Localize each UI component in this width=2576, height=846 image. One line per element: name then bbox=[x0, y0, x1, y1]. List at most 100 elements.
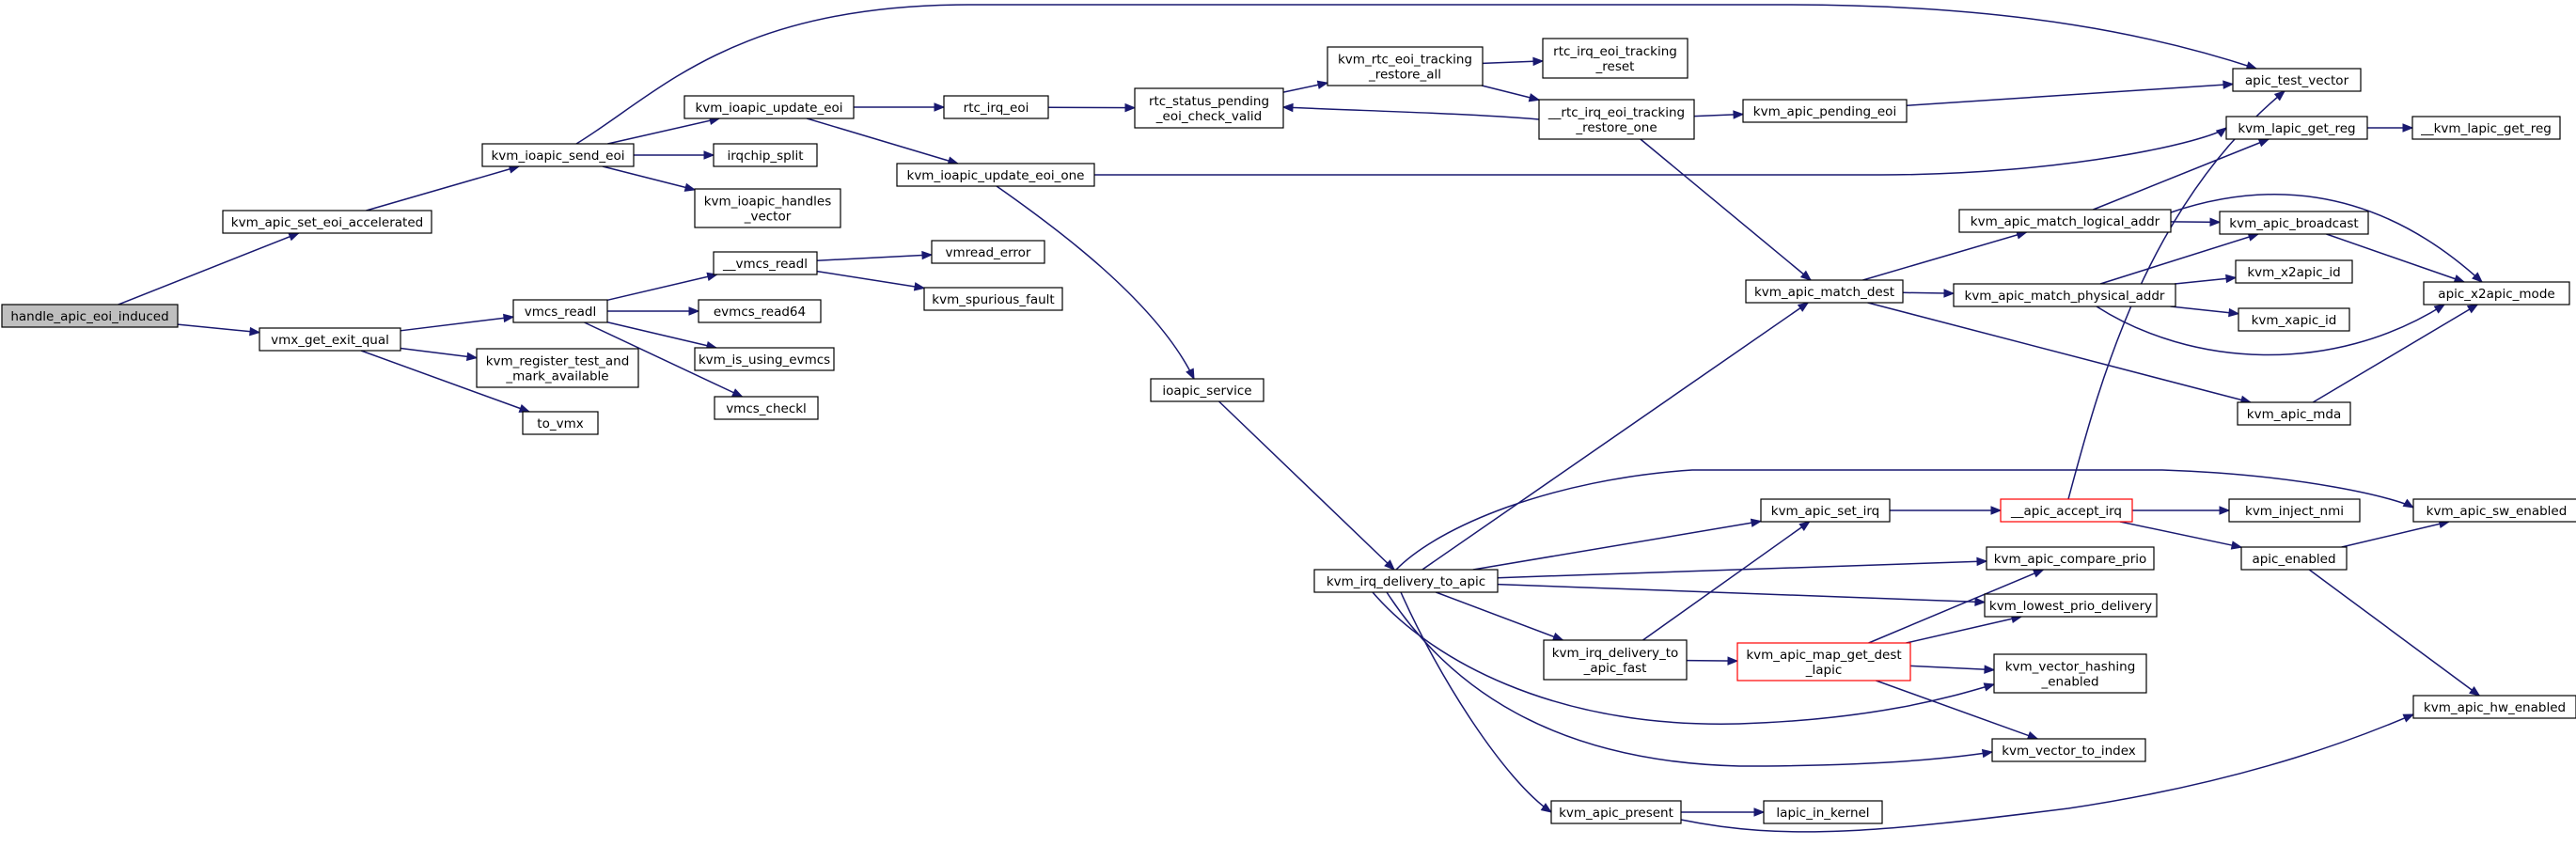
node-kvm_spurious_fault[interactable]: kvm_spurious_fault bbox=[923, 287, 1063, 311]
node-kvm_apic_mda[interactable]: kvm_apic_mda bbox=[2237, 401, 2351, 426]
node-vmx_get_exit_qual[interactable]: vmx_get_exit_qual bbox=[259, 327, 401, 352]
edge-ioapic_service-to-kvm_irq_delivery_to_apic bbox=[1217, 400, 1395, 571]
edge-kvm_apic_map_get_dest_lapic-to-kvm_vector_hashing_enabled bbox=[1909, 665, 1996, 674]
node-label: __apic_accept_irq bbox=[2010, 504, 2122, 519]
node-label: handle_apic_eoi_induced bbox=[10, 309, 168, 324]
node-label: kvm_xapic_id bbox=[2252, 313, 2337, 328]
node-kvm_ioapic_handles_vector[interactable]: kvm_ioapic_handles_vector bbox=[694, 188, 841, 228]
edge-kvm_apic_mda-to-apic_x2apic_mode bbox=[2312, 304, 2479, 403]
node-kvm_apic_compare_prio[interactable]: kvm_apic_compare_prio bbox=[1986, 546, 2155, 571]
node-box bbox=[1736, 642, 1911, 682]
node-kvm_ioapic_update_eoi_one[interactable]: kvm_ioapic_update_eoi_one bbox=[896, 163, 1095, 187]
node-box bbox=[1763, 800, 1883, 824]
node-to_vmx[interactable]: to_vmx bbox=[522, 411, 599, 435]
node-label: vmx_get_exit_qual bbox=[271, 333, 389, 348]
node-box bbox=[714, 396, 819, 420]
node-kvm_apic_pending_eoi[interactable]: kvm_apic_pending_eoi bbox=[1742, 99, 1908, 123]
node-label: _enabled bbox=[2040, 675, 2098, 690]
node-rtc_irq_eoi_tracking_reset[interactable]: rtc_irq_eoi_tracking_reset bbox=[1542, 38, 1689, 79]
edge-__vmcs_readl-to-kvm_spurious_fault bbox=[816, 270, 926, 291]
node-box bbox=[512, 299, 608, 323]
node-kvm_vector_to_index[interactable]: kvm_vector_to_index bbox=[1991, 738, 2146, 762]
node-box bbox=[1543, 639, 1688, 681]
node-kvm_ioapic_send_eoi[interactable]: kvm_ioapic_send_eoi bbox=[481, 143, 635, 167]
node-label: kvm_ioapic_update_eoi_one bbox=[907, 168, 1085, 183]
node-kvm_apic_set_eoi_accelerated[interactable]: kvm_apic_set_eoi_accelerated bbox=[222, 210, 432, 234]
node-kvm_xapic_id[interactable]: kvm_xapic_id bbox=[2238, 307, 2350, 332]
node-__kvm_lapic_get_reg[interactable]: __kvm_lapic_get_reg bbox=[2411, 116, 2561, 140]
node-label: kvm_apic_compare_prio bbox=[1994, 552, 2147, 567]
edge-kvm_irq_delivery_to_apic-to-kvm_apic_set_irq bbox=[1472, 518, 1763, 571]
node-apic_enabled[interactable]: apic_enabled bbox=[2240, 546, 2348, 571]
node-box bbox=[1327, 46, 1484, 86]
edge-apic_enabled-to-kvm_apic_hw_enabled bbox=[2308, 569, 2481, 697]
node-kvm_lowest_prio_delivery[interactable]: kvm_lowest_prio_delivery bbox=[1984, 593, 2158, 618]
node-__rtc_irq_eoi_tracking_restore_one[interactable]: __rtc_irq_eoi_tracking_restore_one bbox=[1538, 99, 1695, 140]
node-box bbox=[694, 347, 835, 371]
node-label: evmcs_read64 bbox=[714, 305, 806, 320]
node-apic_test_vector[interactable]: apic_test_vector bbox=[2232, 68, 2362, 92]
node-kvm_apic_hw_enabled[interactable]: kvm_apic_hw_enabled bbox=[2412, 695, 2576, 719]
node-label: _vector bbox=[744, 210, 792, 225]
edge-handle_apic_eoi_induced-to-kvm_apic_set_eoi_accelerated bbox=[118, 232, 300, 306]
node-kvm_apic_map_get_dest_lapic[interactable]: kvm_apic_map_get_dest_lapic bbox=[1736, 642, 1911, 682]
node-label: kvm_is_using_evmcs bbox=[699, 352, 830, 368]
node-box bbox=[2412, 498, 2576, 523]
node-__vmcs_readl[interactable]: __vmcs_readl bbox=[713, 251, 818, 275]
node-label: kvm_ioapic_handles bbox=[704, 195, 832, 210]
node-label: kvm_vector_hashing bbox=[2005, 660, 2136, 675]
node-kvm_lapic_get_reg[interactable]: kvm_lapic_get_reg bbox=[2225, 116, 2368, 140]
node-label: _restore_all bbox=[1368, 68, 1441, 83]
node-irqchip_split[interactable]: irqchip_split bbox=[713, 143, 818, 167]
node-kvm_vector_hashing_enabled[interactable]: kvm_vector_hashing_enabled bbox=[1993, 653, 2147, 694]
node-lapic_in_kernel[interactable]: lapic_in_kernel bbox=[1763, 800, 1883, 824]
node-kvm_apic_match_logical_addr[interactable]: kvm_apic_match_logical_addr bbox=[1958, 209, 2172, 233]
node-__apic_accept_irq[interactable]: __apic_accept_irq bbox=[2000, 498, 2133, 523]
edge-rtc_irq_eoi-to-rtc_status_pending_eoi_check_valid bbox=[1047, 102, 1137, 113]
node-kvm_apic_sw_enabled[interactable]: kvm_apic_sw_enabled bbox=[2412, 498, 2576, 523]
function-nodes: handle_apic_eoi_induced kvm_apic_set_eoi_… bbox=[1, 38, 2576, 824]
node-rtc_irq_eoi[interactable]: rtc_irq_eoi bbox=[943, 95, 1049, 119]
node-kvm_apic_match_dest[interactable]: kvm_apic_match_dest bbox=[1745, 279, 1904, 304]
node-kvm_apic_present[interactable]: kvm_apic_present bbox=[1550, 800, 1682, 824]
node-box bbox=[1550, 800, 1682, 824]
edge-kvm_irq_delivery_to_apic-to-kvm_apic_match_dest bbox=[1422, 302, 1810, 571]
node-kvm_apic_set_irq[interactable]: kvm_apic_set_irq bbox=[1760, 498, 1891, 523]
node-apic_x2apic_mode[interactable]: apic_x2apic_mode bbox=[2423, 281, 2570, 306]
edge-kvm_rtc_eoi_tracking_restore_all-to-rtc_irq_eoi_tracking_reset bbox=[1482, 56, 1545, 67]
node-kvm_x2apic_id[interactable]: kvm_x2apic_id bbox=[2235, 259, 2353, 284]
edge-rtc_status_pending_eoi_check_valid-to-kvm_rtc_eoi_tracking_restore_all bbox=[1282, 80, 1329, 93]
node-kvm_rtc_eoi_tracking_restore_all[interactable]: kvm_rtc_eoi_tracking_restore_all bbox=[1327, 46, 1484, 86]
node-vmcs_readl[interactable]: vmcs_readl bbox=[512, 299, 608, 323]
node-kvm_apic_broadcast[interactable]: kvm_apic_broadcast bbox=[2219, 211, 2369, 235]
node-evmcs_read64[interactable]: evmcs_read64 bbox=[698, 299, 822, 323]
node-kvm_apic_match_physical_addr[interactable]: kvm_apic_match_physical_addr bbox=[1953, 283, 2176, 307]
node-kvm_irq_delivery_to_apic[interactable]: kvm_irq_delivery_to_apic bbox=[1313, 569, 1499, 593]
node-box bbox=[1538, 99, 1695, 140]
edge-__apic_accept_irq-to-kvm_inject_nmi bbox=[2132, 506, 2231, 515]
node-vmread_error[interactable]: vmread_error bbox=[931, 240, 1045, 264]
node-box bbox=[713, 251, 818, 275]
node-box bbox=[2228, 498, 2361, 523]
node-kvm_irq_delivery_to_apic_fast[interactable]: kvm_irq_delivery_to_apic_fast bbox=[1543, 639, 1688, 681]
edge-kvm_apic_pending_eoi-to-apic_test_vector bbox=[1906, 80, 2235, 107]
node-label: kvm_irq_delivery_to_apic bbox=[1327, 574, 1485, 589]
edge-kvm_apic_match_dest-to-kvm_apic_match_logical_addr bbox=[1862, 230, 2028, 281]
node-kvm_ioapic_update_eoi[interactable]: kvm_ioapic_update_eoi bbox=[683, 95, 855, 119]
edge-kvm_apic_match_physical_addr-to-kvm_xapic_id bbox=[2170, 306, 2240, 318]
node-kvm_inject_nmi[interactable]: kvm_inject_nmi bbox=[2228, 498, 2361, 523]
edge-kvm_ioapic_send_eoi-to-kvm_ioapic_update_eoi bbox=[607, 116, 721, 145]
node-label: _reset bbox=[1595, 59, 1635, 74]
node-label: to_vmx bbox=[537, 416, 583, 431]
node-handle_apic_eoi_induced[interactable]: handle_apic_eoi_induced bbox=[1, 304, 179, 328]
node-vmcs_checkl[interactable]: vmcs_checkl bbox=[714, 396, 819, 420]
node-label: apic_x2apic_mode bbox=[2438, 287, 2554, 302]
node-label: kvm_irq_delivery_to bbox=[1552, 646, 1679, 661]
node-ioapic_service[interactable]: ioapic_service bbox=[1150, 378, 1264, 402]
node-kvm_is_using_evmcs[interactable]: kvm_is_using_evmcs bbox=[694, 347, 835, 371]
node-box bbox=[222, 210, 432, 234]
node-label: rtc_status_pending bbox=[1149, 94, 1269, 109]
node-kvm_register_test_and_mark_available[interactable]: kvm_register_test_and_mark_available bbox=[476, 348, 639, 388]
node-box bbox=[2240, 546, 2348, 571]
node-rtc_status_pending_eoi_check_valid[interactable]: rtc_status_pending_eoi_check_valid bbox=[1134, 87, 1284, 129]
